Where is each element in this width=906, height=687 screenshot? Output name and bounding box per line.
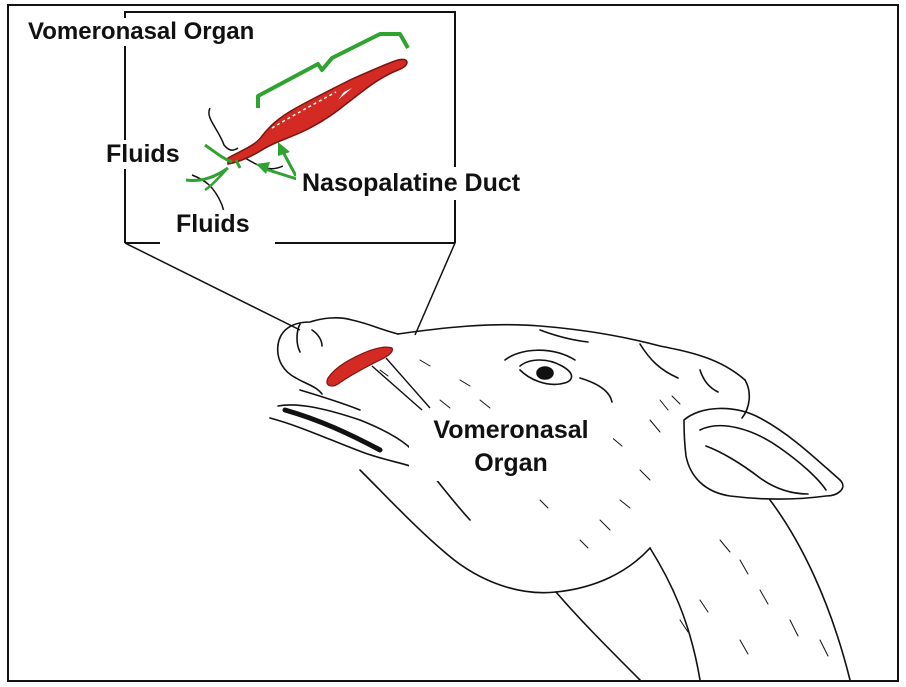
nasopalatine-duct-label: Nasopalatine Duct [296, 167, 526, 200]
pointer-line-1 [386, 358, 430, 408]
vomeronasal-organ-label: Vomeronasal Organ [409, 412, 613, 481]
organ-red-main [327, 347, 392, 386]
pointer-line-2 [372, 366, 422, 410]
inset-title-label: Vomeronasal Organ [24, 18, 258, 46]
fluids-label-lower: Fluids [174, 210, 252, 239]
fluid-arrow-upper [205, 145, 232, 162]
fluids-label-upper: Fluids [104, 140, 182, 169]
vomeronasal-organ-label-line2: Organ [409, 447, 613, 480]
organ-outline-upper [209, 108, 238, 150]
zoom-line-right [415, 243, 455, 335]
outer-frame [8, 5, 898, 681]
shading-hatches [380, 360, 828, 656]
duct-arrow-1-head [256, 162, 270, 174]
duct-arrow-2-head [278, 142, 290, 156]
fluid-arrow-lower-2 [205, 170, 226, 190]
zoom-line-left [125, 243, 300, 330]
vomeronasal-organ-label-line1: Vomeronasal [409, 414, 613, 447]
organ-red-inset [228, 59, 407, 164]
